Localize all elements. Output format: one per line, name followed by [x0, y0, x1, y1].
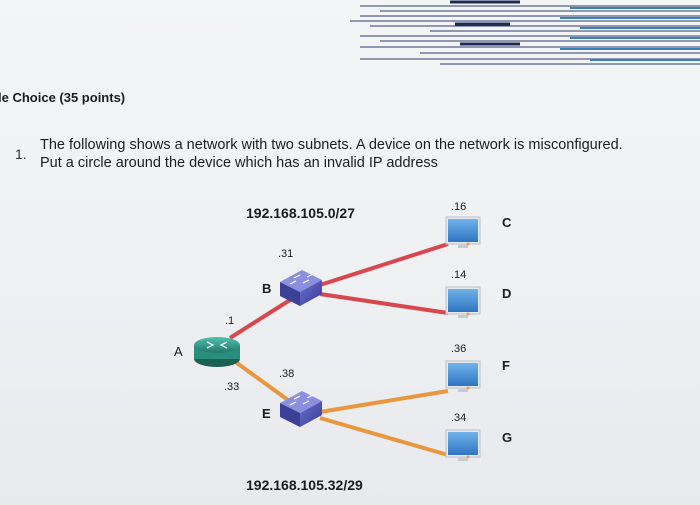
switch-arrows-icon: [289, 394, 314, 406]
link-a-b: [228, 298, 292, 340]
link-a-e: [228, 356, 290, 402]
host-f[interactable]: [445, 360, 481, 392]
router-a[interactable]: [194, 337, 240, 367]
host-f-ip: .36: [451, 343, 466, 355]
link-e-f: [319, 389, 449, 414]
router-a-name: A: [174, 344, 183, 359]
host-c[interactable]: [445, 216, 481, 248]
subnet-bottom-label: 192.168.105.32/29: [246, 477, 363, 493]
host-c-ip: .16: [451, 201, 466, 213]
links: [228, 242, 449, 457]
switch-b[interactable]: [280, 270, 322, 306]
switch-b-name: B: [262, 281, 271, 296]
host-d[interactable]: [445, 286, 481, 318]
host-d-name: D: [502, 286, 511, 301]
switch-e[interactable]: [280, 391, 322, 427]
host-g-ip: .34: [451, 412, 466, 424]
switch-e-ip: .38: [279, 368, 294, 380]
scan-artifact-lines: [350, 0, 700, 65]
host-d-ip: .14: [451, 269, 466, 281]
question-text-line1: The following shows a network with two s…: [40, 137, 623, 153]
link-b-c: [319, 242, 449, 287]
host-g-name: G: [502, 430, 512, 445]
router-arrows-icon: [206, 341, 228, 349]
host-c-name: C: [502, 215, 512, 230]
switch-b-ip: .31: [278, 248, 293, 260]
link-e-g: [319, 416, 449, 457]
network-diagram: 192.168.105.0/27 192.168.105.32/29 A .1 …: [174, 201, 512, 493]
question-number: 1.: [15, 146, 27, 162]
section-title: le Choice (35 points): [0, 90, 126, 105]
router-a-ip-top: .1: [225, 315, 234, 327]
subnet-top-label: 192.168.105.0/27: [246, 205, 355, 221]
host-f-name: F: [502, 358, 510, 373]
switch-e-name: E: [262, 406, 271, 421]
question-text-line2: Put a circle around the device which has…: [40, 155, 438, 171]
link-b-d: [319, 292, 449, 315]
host-g[interactable]: [445, 429, 481, 461]
router-a-ip-bottom: .33: [224, 381, 239, 393]
switch-arrows-icon: [289, 273, 314, 285]
